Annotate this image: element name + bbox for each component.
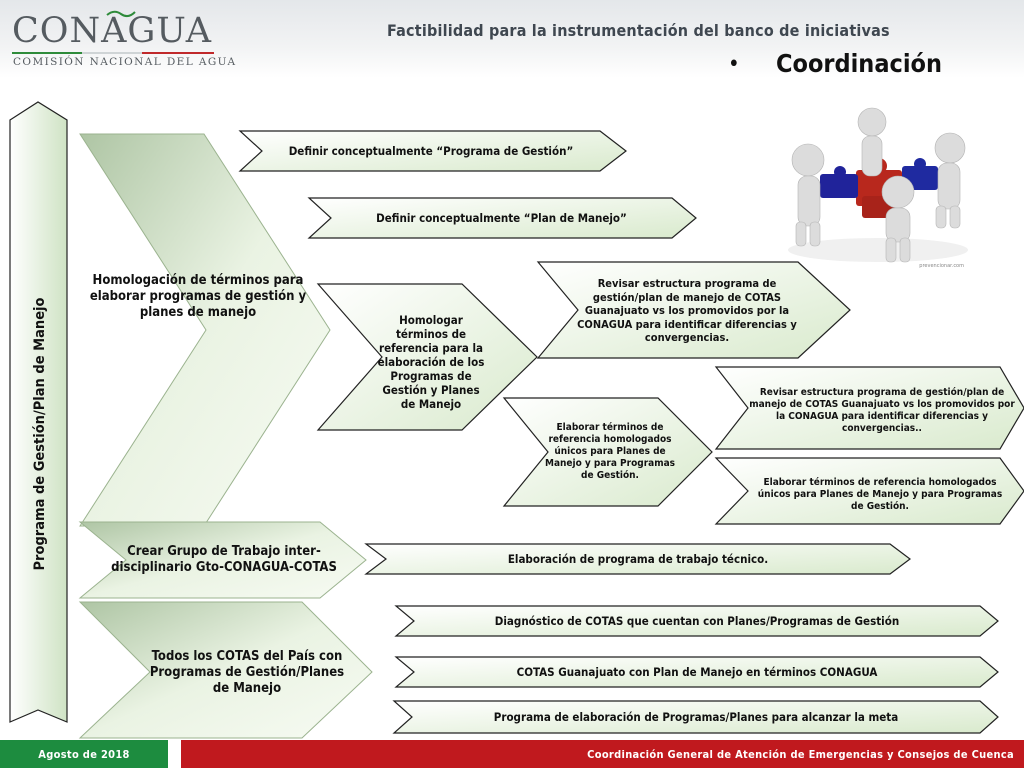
homologacion-label: Homologación de términos para elaborar p…	[89, 273, 307, 320]
figure-head-right	[934, 132, 966, 164]
arrow-definir-plan	[307, 197, 697, 239]
trabajo-label: Elaboración de programa de trabajo técni…	[507, 551, 769, 566]
arrow-trabajo	[364, 543, 911, 575]
vertical-banner	[9, 101, 68, 723]
blue-puzzle-piece-left	[820, 174, 858, 198]
arrow-definir-programa	[238, 130, 627, 172]
puzzle-people-illustration: prevencionar.com	[788, 107, 968, 269]
header-bar: CONAGUA COMISIÓN NACIONAL DEL AGUA Facti…	[0, 0, 1024, 78]
chevron-elaborar-1	[502, 397, 713, 507]
diagram-canvas	[9, 101, 1024, 739]
image-caption: prevencionar.com	[919, 263, 964, 269]
footer-date: Agosto de 2018	[0, 740, 168, 768]
chevron-homologacion	[79, 133, 331, 527]
arrow-diagnostico	[394, 605, 999, 637]
programa-elab-label: Programa de elaboración de Programas/Pla…	[493, 709, 899, 724]
logo-wave-icon	[106, 10, 136, 18]
logo-underline	[12, 52, 214, 54]
figure-head-back	[857, 107, 887, 137]
cotas-gto-label: COTAS Guanajuato con Plan de Manejo en t…	[516, 664, 878, 679]
revisar-1-label: Revisar estructura programa de gestión/p…	[577, 277, 797, 345]
section-title: Coordinación	[776, 49, 943, 78]
revisar-2-label: Revisar estructura programa de gestión/p…	[749, 386, 1015, 435]
figure-head-left	[791, 143, 825, 177]
definir-plan-label: Definir conceptualmente “Plan de Manejo”	[376, 210, 627, 225]
elaborar-2-label: Elaborar términos de referencia homologa…	[757, 476, 1003, 513]
page-title: Factibilidad para la instrumentación del…	[387, 21, 890, 40]
arrow-cotas-gto	[394, 656, 999, 688]
definir-programa-label: Definir conceptualmente “Programa de Ges…	[288, 143, 574, 158]
grupo-label: Crear Grupo de Trabajo inter-disciplinar…	[111, 544, 337, 575]
diagnostico-label: Diagnóstico de COTAS que cuentan con Pla…	[494, 613, 900, 628]
chevron-todos-cotas	[78, 601, 373, 739]
logo-subtitle: COMISIÓN NACIONAL DEL AGUA	[13, 56, 237, 68]
bullet-point: •	[728, 52, 740, 77]
arrow-programa-elab	[392, 700, 999, 734]
chevron-revisar-2	[714, 366, 1024, 450]
todos-cotas-label: Todos los COTAS del País con Programas d…	[149, 649, 345, 696]
homologar-label: Homologar términos de referencia para la…	[377, 312, 485, 412]
chevron-elaborar-2	[714, 457, 1024, 525]
figure-head-front	[881, 175, 915, 209]
elaborar-1-label: Elaborar términos de referencia homologa…	[544, 421, 676, 482]
conagua-logo: CONAGUA	[12, 11, 213, 51]
footer-organization: Coordinación General de Atención de Emer…	[181, 740, 1024, 768]
chevron-revisar-1	[536, 261, 851, 359]
chevron-grupo	[78, 521, 367, 599]
vertical-label: Programa de Gestión/Plan de Manejo	[32, 297, 48, 571]
chevron-homologar	[316, 283, 538, 431]
